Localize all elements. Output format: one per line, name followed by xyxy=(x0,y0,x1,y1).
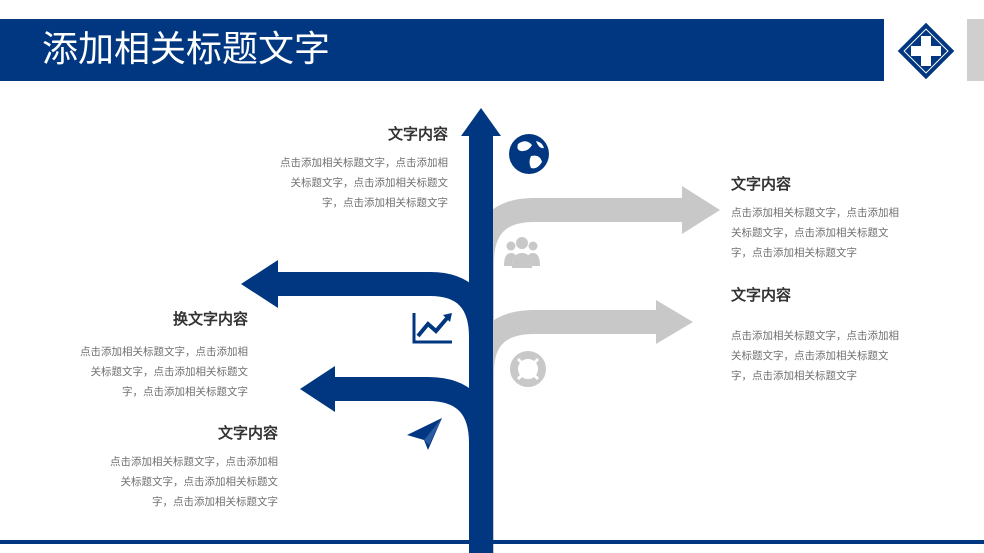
bottom-divider xyxy=(0,540,984,544)
gray-arrowhead-upper xyxy=(682,186,720,234)
text-block-right-2: 文字内容 点击添加相关标题文字，点击添加相关标题文字，点击添加相关标题文字，点击… xyxy=(731,285,903,386)
side-tab xyxy=(967,19,984,81)
block-body: 点击添加相关标题文字，点击添加相关标题文字，点击添加相关标题文字，点击添加相关标… xyxy=(731,330,899,382)
gray-arrow-lower-right xyxy=(470,310,656,553)
blue-arrowhead-up xyxy=(461,108,501,136)
blue-arrow-upper-left xyxy=(278,272,493,553)
lifebuoy-icon xyxy=(510,351,546,387)
text-block-bottom-left: 文字内容 点击添加相关标题文字，点击添加相关标题文字，点击添加相关标题文字，点击… xyxy=(106,423,278,512)
text-block-middle-left: 换文字内容 点击添加相关标题文字，点击添加相关标题文字，点击添加相关标题文字，点… xyxy=(76,309,248,402)
logo-cross-icon xyxy=(897,22,955,80)
block-body: 点击添加相关标题文字，点击添加相关标题文字，点击添加相关标题文字，点击添加相关标… xyxy=(80,346,248,398)
text-block-top-left: 文字内容 点击添加相关标题文字，点击添加相关标题文字，点击添加相关标题文字，点击… xyxy=(276,124,448,213)
globe-icon xyxy=(509,134,549,174)
blue-main-shaft xyxy=(469,134,493,553)
block-heading: 文字内容 xyxy=(387,125,448,143)
block-heading: 换文字内容 xyxy=(172,310,248,328)
title-bar: 添加相关标题文字 xyxy=(0,19,884,81)
block-heading: 文字内容 xyxy=(217,424,278,442)
page-title: 添加相关标题文字 xyxy=(42,29,331,70)
blue-arrow-lower-left xyxy=(335,377,493,553)
blue-arrowhead-left-lower xyxy=(300,366,335,412)
block-heading: 文字内容 xyxy=(731,286,792,304)
text-block-right-1: 文字内容 点击添加相关标题文字，点击添加相关标题文字，点击添加相关标题文字，点击… xyxy=(731,174,903,263)
block-heading: 文字内容 xyxy=(731,175,792,193)
blue-arrowhead-left-upper xyxy=(241,260,278,308)
block-body: 点击添加相关标题文字，点击添加相关标题文字，点击添加相关标题文字，点击添加相关标… xyxy=(280,157,448,209)
line-chart-icon xyxy=(412,313,452,344)
people-icon xyxy=(504,237,540,268)
block-body: 点击添加相关标题文字，点击添加相关标题文字，点击添加相关标题文字，点击添加相关标… xyxy=(731,207,899,259)
gray-arrowhead-lower xyxy=(656,300,693,344)
block-body: 点击添加相关标题文字，点击添加相关标题文字，点击添加相关标题文字，点击添加相关标… xyxy=(110,456,278,508)
paper-plane-icon xyxy=(407,418,442,450)
